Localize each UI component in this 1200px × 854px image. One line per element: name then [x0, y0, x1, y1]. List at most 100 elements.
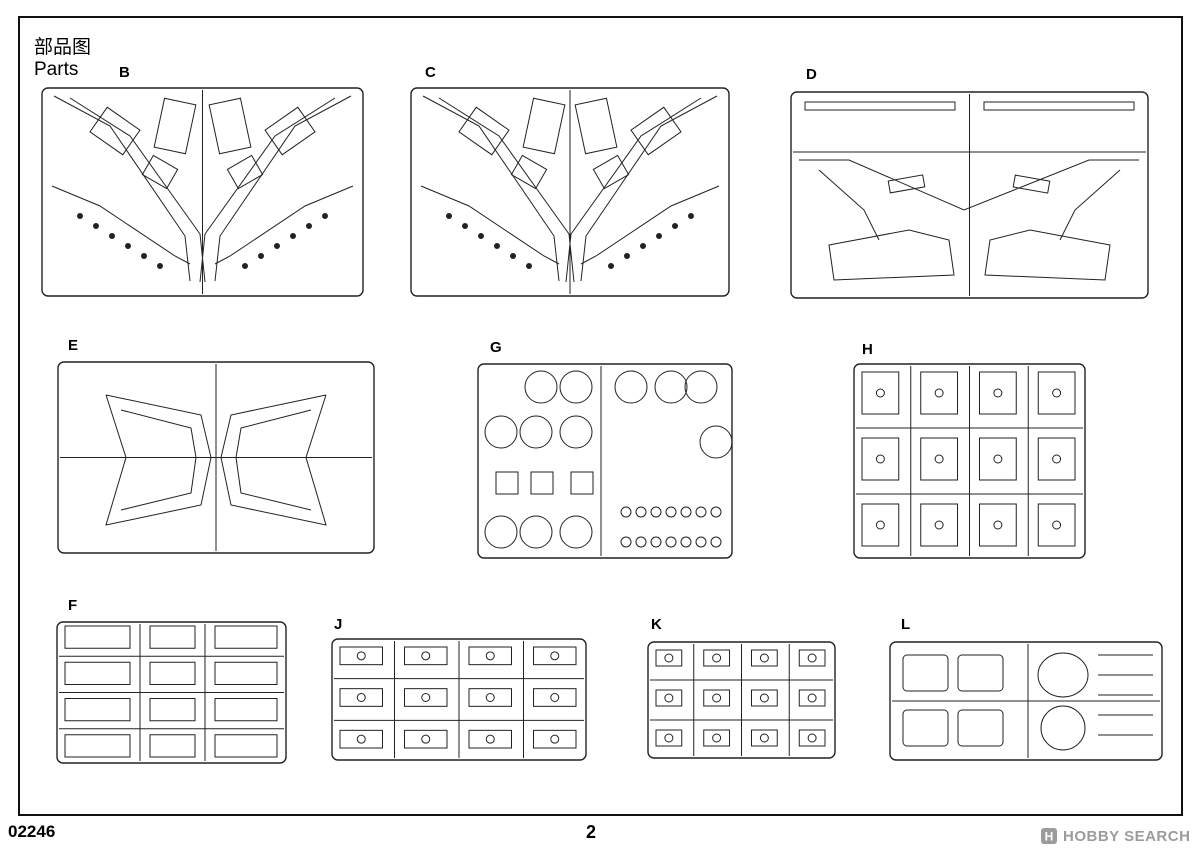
- sprue-c: [409, 86, 731, 298]
- page-frame: [18, 16, 1183, 816]
- sprue-b-label: B: [119, 64, 130, 81]
- small-part: [664, 653, 674, 663]
- small-part: [703, 689, 730, 707]
- wing-part: [422, 95, 560, 282]
- small-wheel-part: [680, 536, 692, 548]
- sprue-b: [40, 86, 365, 298]
- pylon-part: [322, 213, 328, 219]
- wing-part: [214, 95, 352, 282]
- small-wheel-part: [665, 536, 677, 548]
- canopy-part: [1040, 705, 1086, 751]
- small-part: [339, 729, 383, 749]
- small-wheel-part: [710, 536, 722, 548]
- parts-title-chinese: 部品图: [34, 37, 92, 58]
- fin-part: [522, 97, 566, 155]
- grille-part: [1012, 174, 1051, 194]
- pylon-part: [157, 263, 163, 269]
- small-wheel-part: [620, 506, 632, 518]
- wheel-part: [654, 370, 688, 404]
- sprue-e-label: E: [68, 337, 79, 354]
- sprue-d-drawing: [790, 91, 1149, 299]
- hobby-search-watermark: H HOBBY SEARCH: [1040, 826, 1190, 846]
- small-part: [404, 688, 448, 707]
- small-part: [934, 388, 944, 398]
- sprue-runner-frame: [410, 87, 730, 297]
- small-part: [751, 729, 778, 747]
- small-part: [664, 693, 674, 703]
- small-part: [664, 733, 674, 743]
- small-wheel-part: [680, 506, 692, 518]
- small-part: [404, 646, 448, 666]
- wheel-part: [484, 415, 518, 449]
- small-part: [703, 729, 730, 747]
- flap-part: [89, 106, 141, 156]
- pylon-part: [446, 213, 452, 219]
- sprue-j-drawing: [331, 638, 587, 761]
- sprue-runner-frame: [41, 87, 364, 297]
- sprue-k-drawing: [647, 641, 836, 759]
- small-part: [356, 651, 366, 661]
- small-wheel-part: [620, 536, 632, 548]
- bracket-part: [530, 471, 554, 495]
- sprue-f-label: F: [68, 597, 78, 614]
- small-part: [1037, 437, 1076, 481]
- sprue-g-label: G: [490, 339, 502, 356]
- small-part: [356, 734, 366, 744]
- wheel-part: [699, 425, 733, 459]
- box-part: [214, 625, 278, 649]
- small-wheel-part: [695, 506, 707, 518]
- small-part: [807, 653, 817, 663]
- wing-part: [199, 97, 336, 283]
- sprue-j-label: J: [334, 616, 343, 633]
- svg-text:H: H: [1045, 830, 1054, 844]
- small-part: [712, 693, 722, 703]
- small-part: [356, 693, 366, 702]
- pylon-part: [290, 233, 296, 239]
- sprue-k-label: K: [651, 616, 662, 633]
- sprue-e: [56, 360, 376, 555]
- pylon-part: [688, 213, 694, 219]
- pylon-part: [656, 233, 662, 239]
- pylon-part: [77, 213, 83, 219]
- small-part: [759, 733, 769, 743]
- box-part: [149, 698, 196, 722]
- small-part: [993, 454, 1003, 464]
- wing-half-right: [220, 394, 327, 526]
- sprue-h-drawing: [853, 363, 1086, 559]
- small-part: [468, 688, 512, 707]
- panel-part: [226, 154, 264, 190]
- sprue-runner-frame: [790, 91, 1149, 299]
- sprue-l-drawing: [889, 641, 1163, 761]
- small-part: [861, 503, 900, 547]
- small-part: [934, 454, 944, 464]
- pylon-part: [494, 243, 500, 249]
- pylon-part: [640, 243, 646, 249]
- pylon-part: [93, 223, 99, 229]
- panel-part: [592, 154, 630, 190]
- box-part: [214, 734, 278, 758]
- bracket-part: [570, 471, 594, 495]
- wing-part: [214, 185, 354, 265]
- small-part: [550, 693, 560, 702]
- small-part: [339, 646, 383, 666]
- wing-half-right: [235, 409, 312, 511]
- pylon-part: [462, 223, 468, 229]
- wheel-part: [684, 370, 718, 404]
- box-part: [149, 734, 196, 758]
- wheel-part: [614, 370, 648, 404]
- wheel-part: [559, 415, 593, 449]
- small-part: [1052, 388, 1062, 398]
- box-part: [214, 698, 278, 722]
- wing-part: [580, 185, 720, 265]
- flap-part: [264, 106, 316, 156]
- pylon-part: [125, 243, 131, 249]
- small-part: [920, 503, 958, 547]
- small-wheel-part: [695, 536, 707, 548]
- sprue-l: [888, 640, 1164, 762]
- small-part: [533, 646, 577, 666]
- sprue-runner-frame: [56, 621, 287, 764]
- wing-part: [69, 97, 206, 283]
- wing-part: [438, 97, 575, 283]
- sprue-d-label: D: [806, 66, 817, 83]
- seat-part: [957, 654, 1004, 692]
